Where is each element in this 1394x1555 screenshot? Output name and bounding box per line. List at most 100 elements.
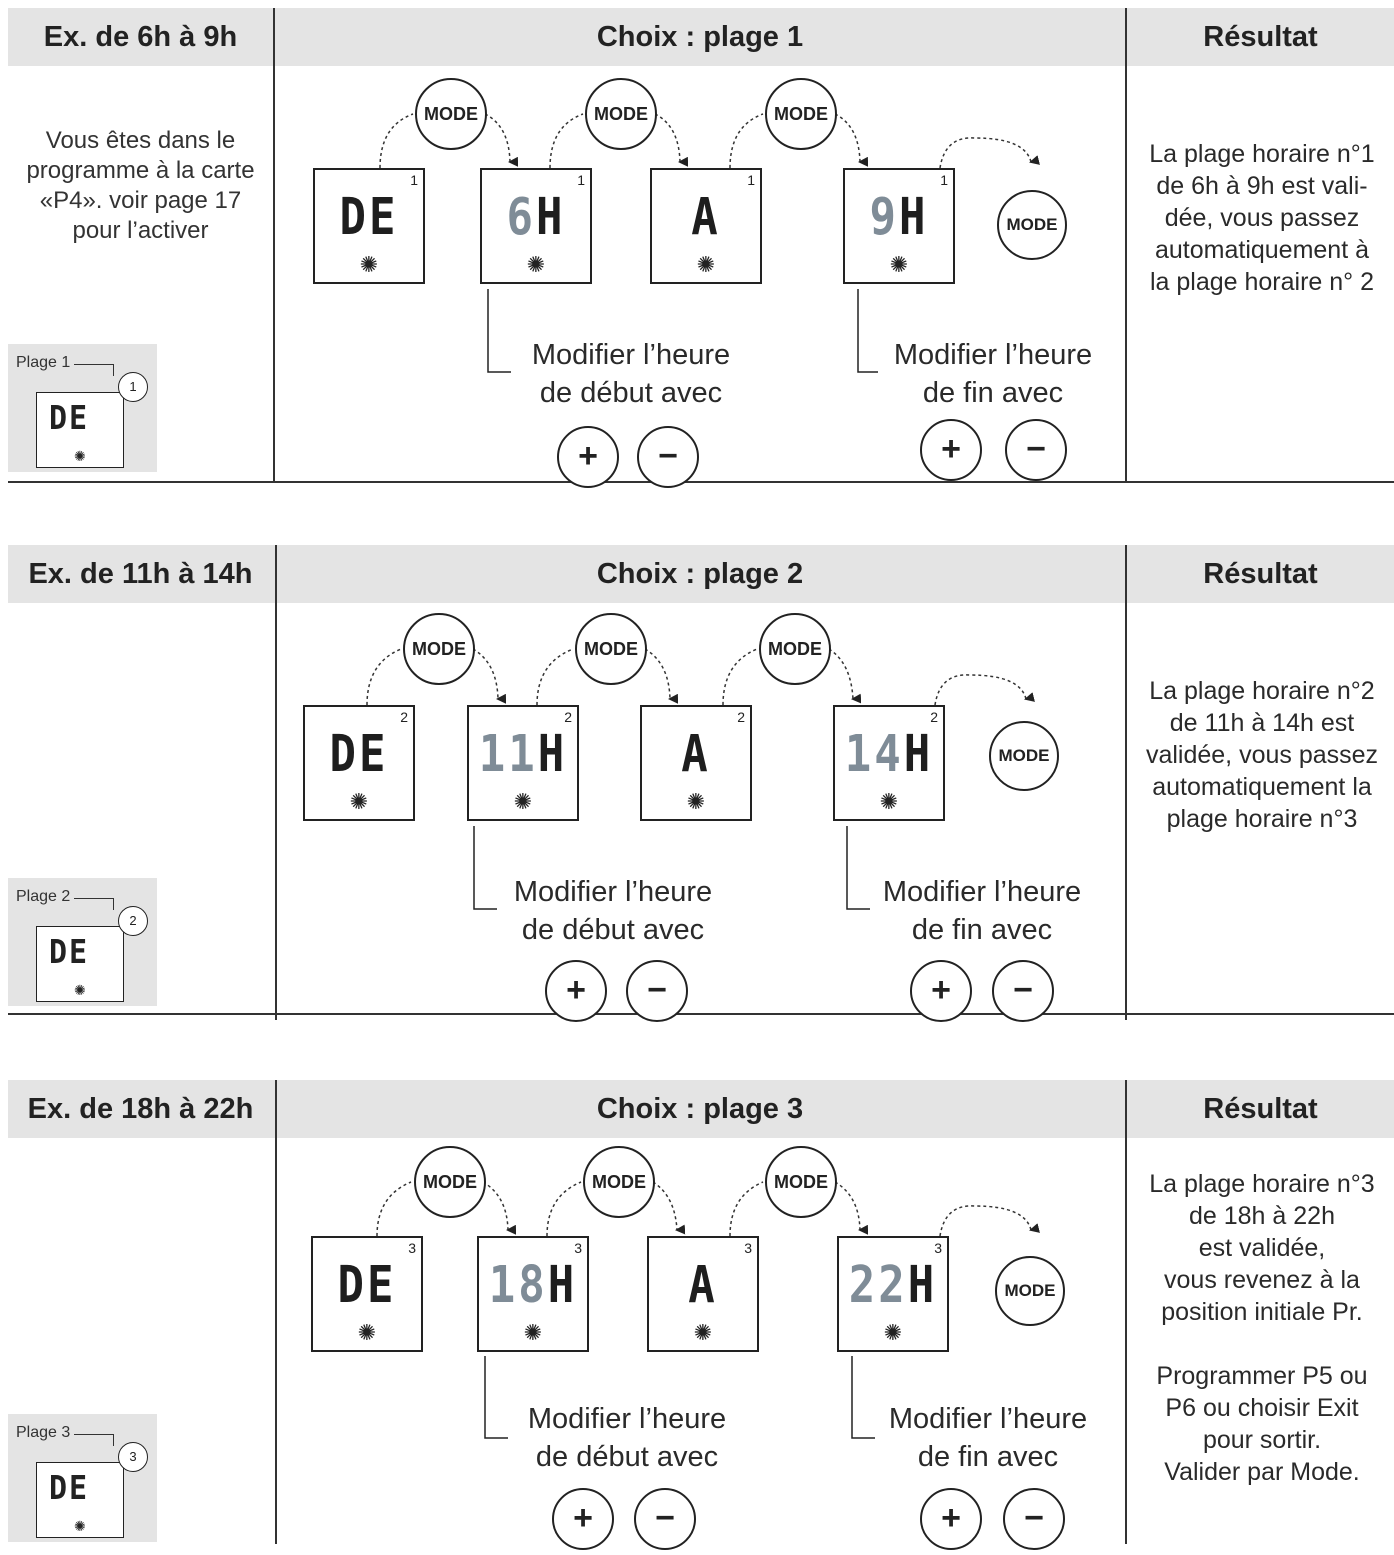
plage-number: 2 <box>400 709 408 725</box>
sun-icon: ✺ <box>693 1320 713 1345</box>
flow-arrows <box>379 113 1040 373</box>
minus-button[interactable]: − <box>1003 1488 1065 1550</box>
mini-display-text: DE <box>49 933 90 972</box>
lcd-display: 1 6H ✺ <box>480 168 592 284</box>
lcd-display: 2 14H ✺ <box>833 705 945 821</box>
choice-heading: Choix : plage 2 <box>596 558 804 590</box>
table-header: Ex. de 18h à 22h Choix : plage 3 Résulta… <box>8 1080 1394 1138</box>
mode-button[interactable]: MODE <box>415 78 487 150</box>
mode-button[interactable]: MODE <box>585 78 657 150</box>
display-value: 9H <box>869 188 929 247</box>
plage-number-badge: 2 <box>118 906 148 936</box>
sun-icon: ✺ <box>359 252 379 277</box>
mode-button[interactable]: MODE <box>765 1146 837 1218</box>
leader-tick <box>113 364 114 376</box>
mini-display-text: DE <box>49 399 90 438</box>
display-value: 6H <box>506 188 566 247</box>
lcd-display: 3 22H ✺ <box>837 1236 949 1352</box>
row-divider <box>8 481 1394 483</box>
plage-indicator: Plage 2 DE ✺ 2 <box>8 878 157 1006</box>
caption-end-time: Modifier l’heure de fin avec <box>888 1403 1088 1473</box>
minus-button[interactable]: − <box>1005 419 1067 481</box>
plus-button[interactable]: + <box>552 1488 614 1550</box>
sun-icon: ✺ <box>74 982 86 998</box>
lcd-display: 1 A ✺ <box>650 168 762 284</box>
sun-icon: ✺ <box>523 1320 543 1345</box>
caption-start-time: Modifier l’heure de début avec <box>527 1403 727 1473</box>
mini-display: DE ✺ <box>36 1462 124 1538</box>
mode-button[interactable]: MODE <box>765 78 837 150</box>
plage-indicator: Plage 3 DE ✺ 3 <box>8 1414 157 1542</box>
plage-number: 3 <box>408 1240 416 1256</box>
display-value: DE <box>337 1256 397 1315</box>
display-value: 11H <box>478 725 568 784</box>
column-divider <box>1125 545 1127 1020</box>
sun-icon: ✺ <box>526 252 546 277</box>
display-value: DE <box>329 725 389 784</box>
column-divider <box>1125 1080 1127 1544</box>
mini-display-text: DE <box>49 1469 90 1508</box>
section-plage-2: Ex. de 11h à 14h Choix : plage 2 Résulta… <box>8 545 1394 1022</box>
sun-icon: ✺ <box>357 1320 377 1345</box>
plus-button[interactable]: + <box>920 419 982 481</box>
plage-label: Plage 3 <box>16 1424 71 1441</box>
caption-end-time: Modifier l’heure de fin avec <box>893 339 1093 409</box>
lcd-display: 2 11H ✺ <box>467 705 579 821</box>
lcd-display: 2 DE ✺ <box>303 705 415 821</box>
sun-icon: ✺ <box>74 1518 86 1534</box>
row-divider <box>8 1013 1394 1015</box>
lcd-display: 1 DE ✺ <box>313 168 425 284</box>
plus-button[interactable]: + <box>545 960 607 1022</box>
plage-number: 2 <box>737 709 745 725</box>
sun-icon: ✺ <box>686 789 706 814</box>
table-header: Ex. de 11h à 14h Choix : plage 2 Résulta… <box>8 545 1394 603</box>
plage-number: 1 <box>410 172 418 188</box>
plage-number: 3 <box>744 1240 752 1256</box>
lcd-display: 3 A ✺ <box>647 1236 759 1352</box>
minus-button[interactable]: − <box>626 960 688 1022</box>
mode-button[interactable]: MODE <box>989 721 1059 791</box>
result-text: La plage horaire n°3 de 18h à 22h est va… <box>1149 1170 1375 1486</box>
sun-icon: ✺ <box>696 252 716 277</box>
minus-button[interactable]: − <box>637 426 699 488</box>
sun-icon: ✺ <box>883 1320 903 1345</box>
plus-button[interactable]: + <box>920 1488 982 1550</box>
minus-button[interactable]: − <box>634 1488 696 1550</box>
example-heading: Ex. de 18h à 22h <box>27 1093 254 1125</box>
sun-icon: ✺ <box>349 789 369 814</box>
display-value: A <box>691 188 721 247</box>
leader-line <box>74 898 114 899</box>
intro-line: pour l’activer <box>72 217 209 244</box>
intro-line: Vous êtes dans le <box>45 127 236 154</box>
display-value: DE <box>339 188 399 247</box>
plus-button[interactable]: + <box>557 426 619 488</box>
result-heading: Résultat <box>1203 21 1318 53</box>
caption-end-time: Modifier l’heure de fin avec <box>882 876 1082 946</box>
column-divider <box>275 545 277 1020</box>
lcd-display: 3 18H ✺ <box>477 1236 589 1352</box>
intro-line: programme à la carte <box>26 157 255 184</box>
flow-diagram: MODE MODE MODE MODE 1 DE ✺ 1 6H ✺ 1 A ✺ … <box>275 66 1125 488</box>
mode-button[interactable]: MODE <box>995 1256 1065 1326</box>
table-header: Ex. de 6h à 9h Choix : plage 1 Résultat <box>8 8 1394 66</box>
example-heading: Ex. de 6h à 9h <box>43 21 238 53</box>
mode-button[interactable]: MODE <box>583 1146 655 1218</box>
mode-button[interactable]: MODE <box>414 1146 486 1218</box>
plus-button[interactable]: + <box>910 960 972 1022</box>
plage-number-badge: 3 <box>118 1442 148 1472</box>
leader-line <box>74 1434 114 1435</box>
leader-tick <box>113 898 114 910</box>
mode-button[interactable]: MODE <box>403 613 475 685</box>
plage-number: 3 <box>934 1240 942 1256</box>
sun-icon: ✺ <box>74 448 86 464</box>
mini-display: DE ✺ <box>36 926 124 1002</box>
display-value: 18H <box>488 1256 578 1315</box>
mode-button[interactable]: MODE <box>759 613 831 685</box>
plage-number: 1 <box>940 172 948 188</box>
result-heading: Résultat <box>1203 558 1318 590</box>
mode-button[interactable]: MODE <box>997 190 1067 260</box>
minus-button[interactable]: − <box>992 960 1054 1022</box>
sun-icon: ✺ <box>513 789 533 814</box>
choice-heading: Choix : plage 3 <box>596 1093 804 1125</box>
mode-button[interactable]: MODE <box>575 613 647 685</box>
